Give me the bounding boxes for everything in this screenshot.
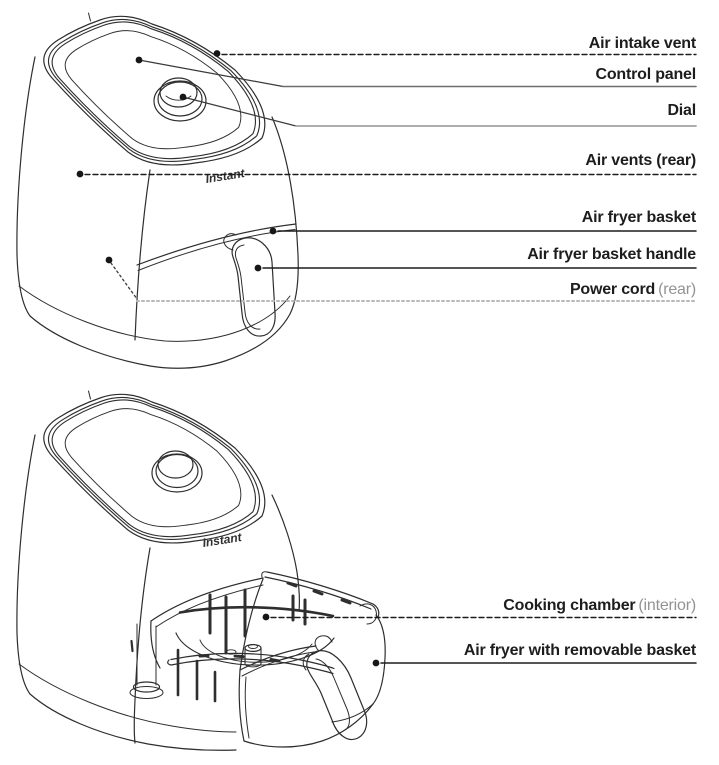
label-text: Control panel bbox=[595, 66, 696, 83]
basket-handle-2 bbox=[302, 635, 368, 741]
label-cooking-chamber: Cooking chamber(interior) bbox=[503, 598, 696, 614]
label-note: (rear) bbox=[658, 281, 696, 298]
label-air-fryer-basket: Air fryer basket bbox=[582, 210, 696, 226]
label-text: Power cord bbox=[569, 281, 656, 298]
lid-air-intake-vent-2 bbox=[44, 390, 265, 543]
removable-basket bbox=[238, 571, 386, 748]
leader-air-fryer-basket bbox=[269, 227, 697, 235]
callout-dot-air-fryer-basket bbox=[269, 227, 277, 235]
basket-handle bbox=[223, 233, 276, 337]
lid-air-intake-vent bbox=[44, 12, 265, 165]
leader-power-cord bbox=[105, 256, 697, 302]
dial-knob-2 bbox=[151, 450, 203, 493]
callout-dot-air-intake-vent bbox=[213, 50, 221, 57]
callout-dot-cooking-chamber bbox=[262, 613, 270, 621]
label-basket-handle: Air fryer basket handle bbox=[527, 247, 696, 263]
callout-dot-dial bbox=[179, 93, 187, 101]
label-text: Air fryer basket bbox=[581, 209, 696, 226]
label-text: Dial bbox=[667, 102, 696, 119]
leader-basket-handle bbox=[254, 264, 697, 272]
label-note: (interior) bbox=[638, 597, 696, 614]
basket-drawer-front bbox=[136, 223, 297, 271]
brand-logo-text-2: Instant bbox=[201, 530, 243, 550]
callout-dot-air-vents-rear bbox=[76, 170, 84, 178]
dial-knob bbox=[153, 77, 207, 122]
leader-air-intake-vent bbox=[213, 50, 697, 57]
leader-removable-basket bbox=[372, 659, 697, 667]
leader-dial bbox=[179, 93, 697, 127]
label-removable-basket: Air fryer with removable basket bbox=[464, 643, 696, 659]
label-power-cord: Power cord(rear) bbox=[570, 282, 696, 298]
callout-dot-power-cord bbox=[105, 256, 113, 264]
label-text: Cooking chamber bbox=[503, 597, 636, 614]
assembled-air-fryer-drawing: Instant bbox=[16, 12, 299, 369]
brand-logo-text: Instant bbox=[204, 166, 246, 186]
leader-air-vents-rear bbox=[76, 170, 697, 178]
removed-basket-air-fryer-drawing: Instant bbox=[16, 390, 386, 751]
body-shell-2 bbox=[16, 434, 300, 751]
callout-leader-lines bbox=[76, 50, 697, 667]
callout-dot-removable-basket bbox=[372, 659, 380, 667]
label-dial: Dial bbox=[667, 103, 696, 119]
body-shell bbox=[16, 56, 299, 369]
leader-control-panel bbox=[135, 56, 697, 88]
label-text: Air fryer basket handle bbox=[527, 246, 696, 263]
label-text: Air intake vent bbox=[588, 35, 696, 52]
callout-dot-basket-handle bbox=[254, 264, 262, 272]
callout-dot-control-panel bbox=[135, 56, 143, 64]
label-control-panel: Control panel bbox=[595, 67, 696, 83]
label-text: Air fryer with removable basket bbox=[463, 642, 696, 659]
label-air-vents-rear: Air vents (rear) bbox=[585, 153, 696, 169]
cooking-chamber-interior bbox=[129, 577, 335, 703]
leader-cooking-chamber bbox=[262, 613, 697, 621]
label-text: Air vents (rear) bbox=[585, 152, 696, 169]
label-air-intake-vent: Air intake vent bbox=[589, 36, 696, 52]
